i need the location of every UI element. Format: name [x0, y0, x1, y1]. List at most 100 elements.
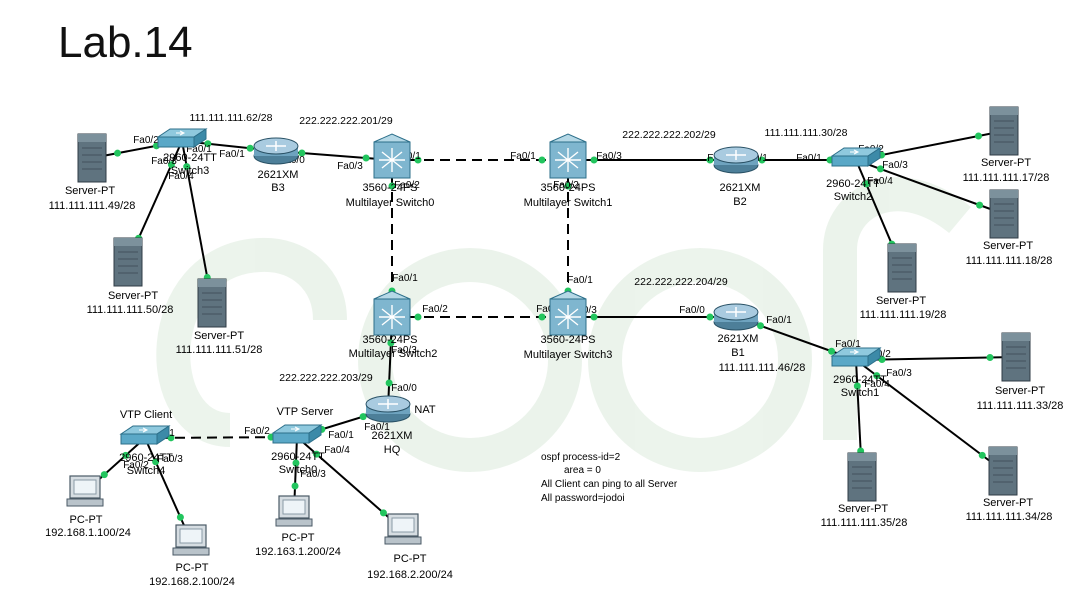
port-indicator [706, 156, 714, 164]
server-icon [988, 446, 1018, 496]
server-icon [989, 106, 1019, 156]
port-indicator [388, 182, 396, 190]
mlswitch-icon [373, 290, 411, 336]
server-icon [989, 189, 1019, 239]
device-label: 2621XM [258, 169, 299, 181]
port-label: Fa0/1 [766, 315, 792, 326]
device-label: 111.111.111.34/28 [966, 511, 1053, 523]
port-label: Fa0/3 [337, 161, 363, 172]
device-label: 111.111.111.50/28 [87, 304, 174, 316]
device-srv34[interactable]: Server-PT 111.111.111.34/28Server-PT111.… [966, 446, 1053, 523]
device-label: B1 [731, 347, 744, 359]
server-icon [887, 243, 917, 293]
port-indicator [246, 144, 254, 152]
port-label: Fa0/2 [394, 180, 420, 191]
device-label: 2621XM [718, 333, 759, 345]
device-pc3[interactable]: PC-PT 192.163.1.200/24PC-PT192.163.1.200… [255, 495, 341, 558]
device-ms1[interactable]: 3560-24PS Multilayer Switch13560-24PSMul… [524, 133, 613, 209]
port-indicator [538, 156, 546, 164]
watermark-logo [156, 177, 971, 472]
device-ms3[interactable]: 3560-24PS Multilayer Switch33560-24PSMul… [524, 290, 613, 361]
port-label: Fa0/2 [133, 135, 159, 146]
port-label: Fa0/4 [867, 176, 893, 187]
device-label: 2960-24TT [826, 178, 880, 190]
device-pc2[interactable]: PC-PT 192.168.2.100/24PC-PT192.168.2.100… [149, 524, 235, 588]
port-indicator [873, 372, 881, 380]
device-label: Server-PT [108, 290, 158, 302]
page-title: Lab.14 [58, 18, 193, 67]
device-label: 111.111.111.46/28 [719, 362, 806, 374]
port-indicator [122, 451, 130, 459]
device-label: PC-PT [176, 562, 209, 574]
server-icon [197, 278, 227, 328]
device-srv50[interactable]: Server-PT 111.111.111.50/28Server-PT111.… [87, 237, 174, 316]
port-indicator [204, 140, 212, 148]
device-b1[interactable]: 2621XM B1 111.111.111.46/282621XMB1111.1… [713, 303, 806, 374]
device-label: 2621XM [372, 430, 413, 442]
device-label: 111.111.111.49/28 [49, 200, 136, 212]
device-label: 111.111.111.51/28 [176, 344, 263, 356]
device-label: 192.168.1.100/24 [45, 527, 131, 539]
switch-icon [156, 128, 208, 148]
device-label: Server-PT [983, 240, 1033, 252]
device-srv17[interactable]: Server-PT 111.111.111.17/28Server-PT111.… [963, 106, 1050, 184]
device-label: 2621XM [720, 182, 761, 194]
pc-icon [66, 475, 104, 507]
device-pc4[interactable]: PC-PT 192.168.2.200/24PC-PT192.168.2.200… [367, 513, 453, 581]
device-label: Switch4 [127, 465, 166, 477]
port-indicator [986, 353, 994, 361]
port-label: Fa0/1 [186, 144, 212, 155]
port-label: Fa0/1 [567, 275, 593, 286]
port-label: Fa0/0 [679, 305, 705, 316]
server-icon [113, 237, 143, 287]
device-sw4[interactable]: VTP Client 2960-24TT Switch4VTP Client29… [119, 409, 173, 477]
port-label: Fa0/1 [796, 153, 822, 164]
device-srv18[interactable]: Server-PT 111.111.111.18/28Server-PT111.… [966, 189, 1053, 267]
port-label: Fa0/0 [391, 383, 417, 394]
network-label: 222.222.222.203/29 [279, 372, 373, 384]
device-label: Server-PT [981, 157, 1031, 169]
port-indicator [313, 450, 321, 458]
device-label: Switch1 [841, 387, 880, 399]
device-srv51[interactable]: Server-PT 111.111.111.51/28Server-PT111.… [176, 278, 263, 356]
device-label: Multilayer Switch3 [524, 349, 613, 361]
port-indicator [976, 201, 984, 209]
device-label: Server-PT [995, 385, 1045, 397]
port-label: Fa0/1 [835, 339, 861, 350]
device-srv35[interactable]: Server-PT 111.111.111.35/28Server-PT111.… [821, 452, 908, 529]
port-indicator [862, 180, 870, 188]
switch-icon [830, 147, 882, 167]
port-label: Fa0/4 [864, 379, 890, 390]
port-indicator [828, 347, 836, 355]
device-label: 3560-24PS [362, 182, 417, 194]
server-icon [77, 133, 107, 183]
device-srv49[interactable]: Server-PT 111.111.111.49/28Server-PT111.… [49, 133, 136, 212]
port-label: Fa0/1 [392, 273, 418, 284]
pc-icon [275, 495, 313, 527]
port-indicator [538, 313, 546, 321]
device-label: 111.111.111.35/28 [821, 517, 908, 529]
port-label: Fa0/3 [300, 469, 326, 480]
device-hq[interactable]: NAT 2621XM HQNAT2621XMHQ [365, 395, 436, 456]
device-srv19[interactable]: Server-PT 111.111.111.19/28Server-PT111.… [860, 243, 947, 321]
port-indicator [385, 379, 393, 387]
port-label: Fa0/2 [422, 304, 448, 315]
device-ms2[interactable]: 3560-24PS Multilayer Switch23560-24PSMul… [349, 290, 438, 360]
port-label: Fa0/3 [882, 160, 908, 171]
switch-icon [830, 347, 882, 367]
device-label: 111.111.111.18/28 [966, 255, 1053, 267]
port-label: Fa0/3 [596, 151, 622, 162]
device-b2[interactable]: 2621XM B22621XMB2 [713, 146, 761, 208]
device-label: NAT [414, 404, 435, 416]
device-label: PC-PT [70, 514, 103, 526]
device-label: VTP Server [277, 406, 334, 418]
device-pc1[interactable]: PC-PT 192.168.1.100/24PC-PT192.168.1.100… [45, 475, 131, 539]
